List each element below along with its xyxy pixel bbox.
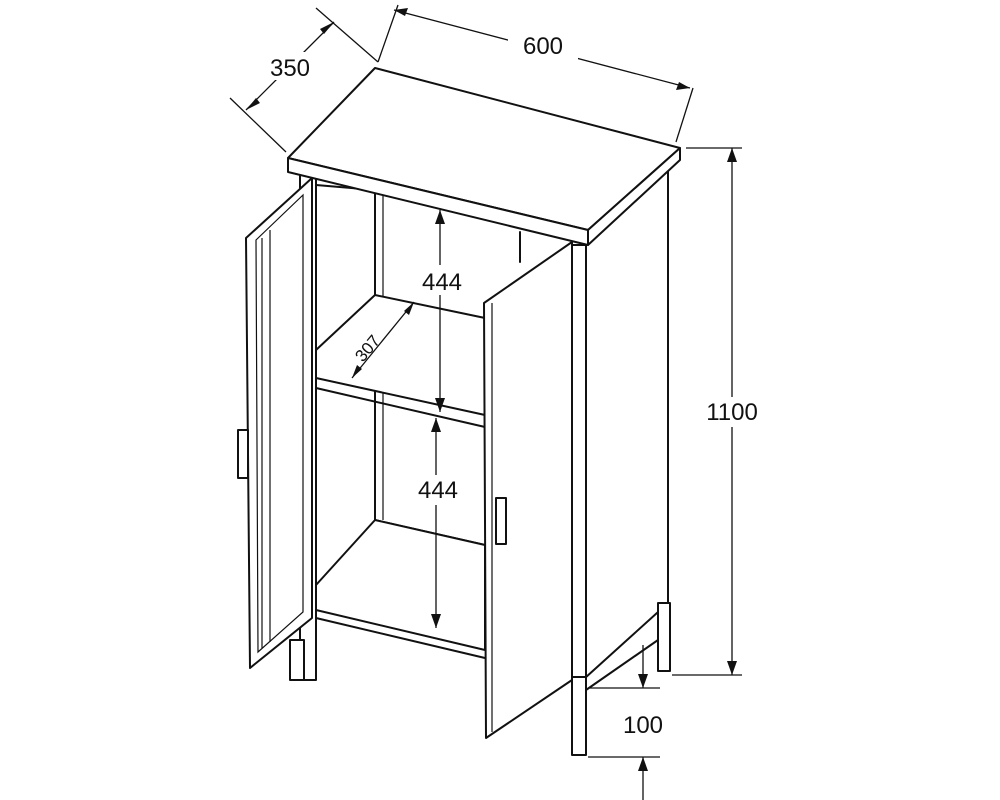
dimension-height: 1100 [672, 147, 769, 676]
dimension-depth: 350 [229, 7, 379, 153]
dimension-upper-compartment: 444 [412, 210, 472, 412]
middle-shelf [315, 294, 486, 416]
width-label: 600 [523, 33, 563, 60]
depth-label: 350 [270, 55, 310, 82]
upper-compartment-label: 444 [422, 269, 462, 296]
leg-front-left [289, 639, 305, 681]
dimension-leg-height: 100 [588, 645, 663, 800]
right-side-panel [584, 159, 669, 679]
side-bottom-rail [585, 639, 659, 691]
leg-back-right [657, 602, 671, 672]
bottom-shelf [315, 519, 486, 651]
cabinet-top [287, 67, 681, 246]
dimension-lower-compartment: 444 [408, 418, 468, 628]
right-door[interactable] [483, 241, 573, 739]
cabinet-body [289, 159, 671, 756]
leg-height-label: 100 [623, 712, 663, 739]
left-door-handle[interactable] [237, 429, 249, 479]
height-label: 1100 [706, 399, 758, 426]
dimension-width: 600 [377, 4, 694, 143]
left-door[interactable] [237, 177, 313, 669]
right-door-handle[interactable] [495, 497, 507, 545]
lower-compartment-label: 444 [418, 477, 458, 504]
leg-front-right [571, 676, 587, 756]
right-front-post [571, 244, 587, 678]
top-side-edge [587, 147, 681, 246]
